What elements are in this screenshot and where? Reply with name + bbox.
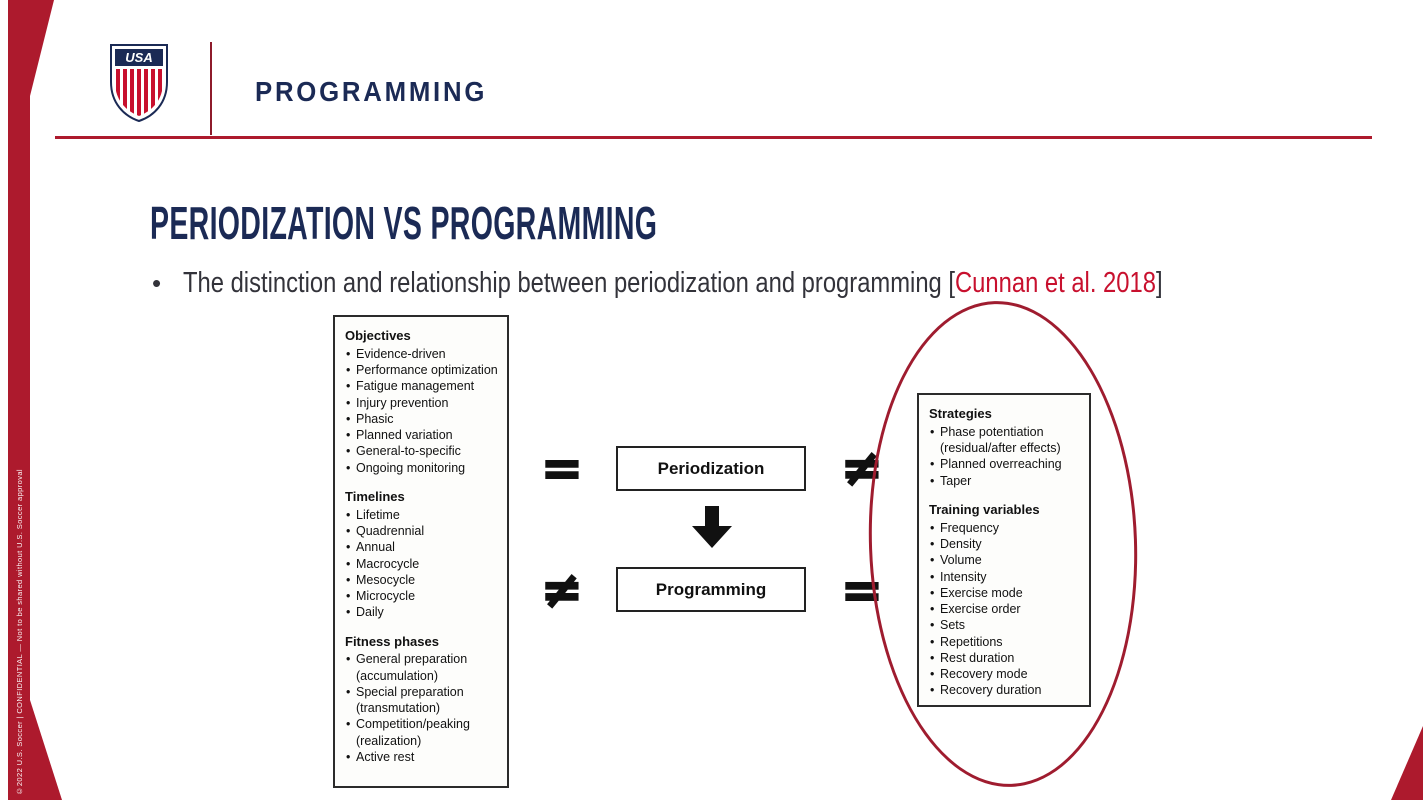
list-item: Taper	[929, 473, 1080, 490]
section-heading: Strategies	[929, 406, 992, 421]
list-item: Special preparation (transmutation)	[345, 684, 498, 717]
bullet-text-before: The distinction and relationship between…	[183, 267, 956, 299]
list-item: Microcycle	[345, 588, 498, 605]
list-item: Active rest	[345, 749, 498, 766]
section-list: Evidence-drivenPerformance optimizationF…	[345, 346, 498, 476]
programming-box: Programming	[616, 567, 806, 612]
section-list: General preparation (accumulation)Specia…	[345, 651, 498, 765]
list-item: Intensity	[929, 569, 1080, 586]
section-timelines: Timelines LifetimeQuadrennialAnnualMacro…	[345, 489, 498, 621]
section-heading: Fitness phases	[345, 633, 439, 649]
list-item: Phasic	[345, 411, 498, 428]
list-item: Macrocycle	[345, 556, 498, 573]
periodization-box: Periodization	[616, 446, 806, 491]
down-arrow-icon	[692, 506, 732, 548]
list-item: Evidence-driven	[345, 346, 498, 363]
list-item: General preparation (accumulation)	[345, 651, 498, 684]
bullet-text: The distinction and relationship between…	[183, 264, 1163, 302]
section-fitness-phases: Fitness phases General preparation (accu…	[345, 634, 498, 766]
list-item: Planned variation	[345, 427, 498, 444]
list-item: Phase potentiation (residual/after effec…	[929, 424, 1080, 457]
corner-accent-bottom-right	[1391, 726, 1423, 800]
list-item: Sets	[929, 617, 1080, 634]
list-item: Competition/peaking (realization)	[345, 716, 498, 749]
bullet-item: • The distinction and relationship betwe…	[152, 264, 1378, 302]
list-item: Recovery duration	[929, 682, 1080, 699]
list-item: General-to-specific	[345, 443, 498, 460]
section-objectives: Objectives Evidence-drivenPerformance op…	[345, 328, 498, 476]
citation: Cunnan et al. 2018	[955, 267, 1157, 299]
programming-attributes-box: Strategies Phase potentiation (residual/…	[917, 393, 1091, 707]
left-accent-bar	[8, 0, 30, 800]
equals-symbol: =	[840, 560, 884, 620]
section-list: LifetimeQuadrennialAnnualMacrocycleMesoc…	[345, 507, 498, 621]
list-item: Density	[929, 536, 1080, 553]
crest-chief	[115, 49, 163, 66]
usa-crest-logo: USA	[110, 44, 168, 123]
slide-title: PERIODIZATION VS PROGRAMMING	[150, 197, 658, 249]
programming-label: Programming	[655, 579, 767, 599]
list-item: Repetitions	[929, 634, 1080, 651]
bullet-text-after: ]	[1156, 267, 1163, 299]
list-item: Exercise mode	[929, 585, 1080, 602]
bullet-dot: •	[152, 268, 162, 298]
copyright-text: ©2022 U.S. Soccer | CONFIDENTIAL — Not t…	[14, 469, 24, 796]
corner-accent-top-left	[30, 0, 54, 96]
section-header: PROGRAMMING	[255, 76, 488, 107]
vertical-copyright: ©2022 U.S. Soccer | CONFIDENTIAL — Not t…	[8, 469, 30, 796]
not-equals-symbol: ≠	[540, 560, 584, 620]
list-item: Annual	[345, 539, 498, 556]
list-item: Performance optimization	[345, 362, 498, 379]
list-item: Quadrennial	[345, 523, 498, 540]
crest-wordmark: USA	[125, 50, 152, 65]
list-item: Daily	[345, 604, 498, 621]
section-heading: Timelines	[345, 488, 405, 504]
header-divider	[210, 42, 212, 135]
header-rule	[55, 136, 1372, 139]
section-heading: Training variables	[929, 501, 1040, 517]
section-heading: Objectives	[345, 328, 411, 343]
list-item: Volume	[929, 552, 1080, 569]
list-item: Lifetime	[345, 507, 498, 524]
list-item: Planned overreaching	[929, 456, 1080, 473]
section-strategies: Strategies Phase potentiation (residual/…	[929, 406, 1080, 489]
periodization-attributes-box: Objectives Evidence-drivenPerformance op…	[333, 315, 509, 788]
list-item: Rest duration	[929, 650, 1080, 667]
list-item: Ongoing monitoring	[345, 460, 498, 477]
corner-accent-bottom-left	[30, 700, 62, 800]
list-item: Injury prevention	[345, 395, 498, 412]
list-item: Fatigue management	[345, 378, 498, 395]
list-item: Frequency	[929, 520, 1080, 537]
list-item: Recovery mode	[929, 666, 1080, 683]
equals-symbol: =	[540, 438, 584, 498]
periodization-label: Periodization	[657, 458, 765, 478]
list-item: Exercise order	[929, 601, 1080, 618]
section-list: FrequencyDensityVolumeIntensityExercise …	[929, 520, 1080, 699]
not-equals-symbol: ≠	[840, 438, 884, 498]
section-list: Phase potentiation (residual/after effec…	[929, 424, 1080, 489]
section-training-variables: Training variables FrequencyDensityVolum…	[929, 502, 1080, 699]
list-item: Mesocycle	[345, 572, 498, 589]
